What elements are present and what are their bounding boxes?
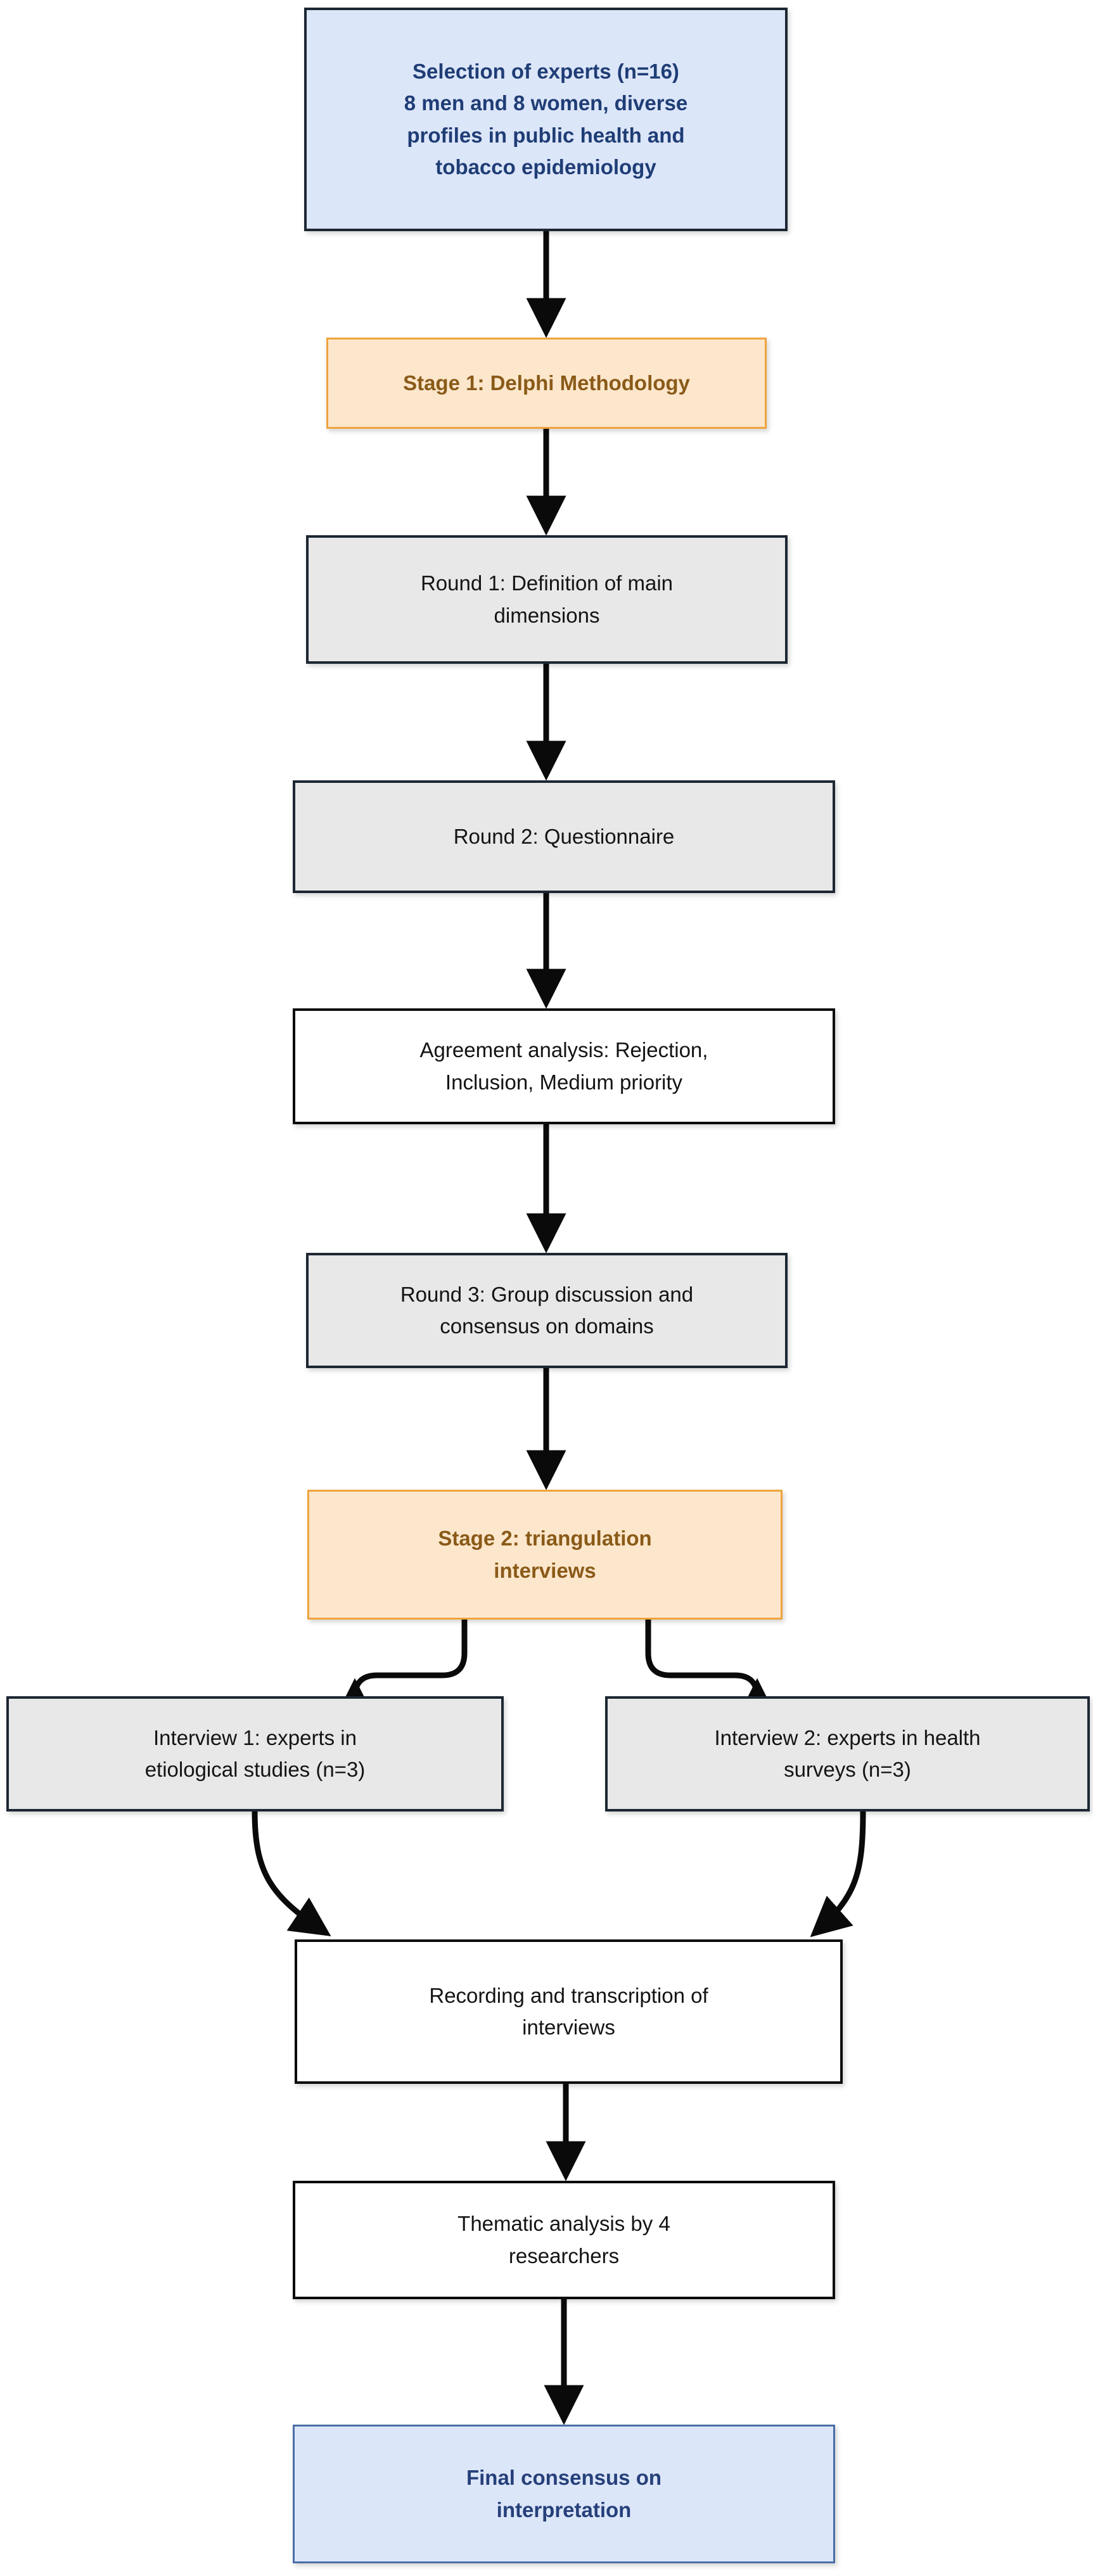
node-round-1-label: Round 1: Definition of main dimensions xyxy=(420,571,674,627)
node-round-1[interactable]: Round 1: Definition of main dimensions xyxy=(306,535,788,664)
node-interview-2-label: Interview 2: experts in health surveys (… xyxy=(714,1725,981,1781)
node-round-3[interactable]: Round 3: Group discussion and consensus … xyxy=(306,1253,788,1368)
node-interview-1[interactable]: Interview 1: experts in etiological stud… xyxy=(6,1696,504,1811)
node-final-consensus[interactable]: Final consensus on interpretation xyxy=(293,2425,835,2563)
node-round-2-label: Round 2: Questionnaire xyxy=(453,824,675,848)
node-round-2[interactable]: Round 2: Questionnaire xyxy=(293,780,835,893)
node-stage-1[interactable]: Stage 1: Delphi Methodology xyxy=(326,338,767,429)
node-agreement-analysis-label: Agreement analysis: Rejection, Inclusion… xyxy=(419,1038,708,1094)
node-final-consensus-label: Final consensus on interpretation xyxy=(466,2466,662,2522)
node-selection-of-experts[interactable]: Selection of experts (n=16) 8 men and 8 … xyxy=(304,8,788,231)
edge-stage2-to-interview2 xyxy=(645,1620,777,1718)
node-recording-transcription-label: Recording and transcription of interview… xyxy=(429,1983,708,2039)
node-thematic-analysis[interactable]: Thematic analysis by 4 researchers xyxy=(293,2181,835,2299)
node-stage-2[interactable]: Stage 2: triangulation interviews xyxy=(307,1490,783,1620)
node-interview-2[interactable]: Interview 2: experts in health surveys (… xyxy=(605,1696,1090,1811)
node-thematic-analysis-label: Thematic analysis by 4 researchers xyxy=(457,2212,670,2268)
edge-stage2-to-interview1 xyxy=(335,1620,468,1718)
node-stage-2-label: Stage 2: triangulation interviews xyxy=(438,1526,652,1582)
node-round-3-label: Round 3: Group discussion and consensus … xyxy=(400,1282,694,1338)
edge-interview2-to-recording xyxy=(810,1808,866,1938)
node-recording-transcription[interactable]: Recording and transcription of interview… xyxy=(295,1939,843,2084)
node-agreement-analysis[interactable]: Agreement analysis: Rejection, Inclusion… xyxy=(293,1008,835,1124)
node-selection-of-experts-label: Selection of experts (n=16) 8 men and 8 … xyxy=(404,60,688,179)
edge-interview1-to-recording xyxy=(252,1808,331,1937)
node-interview-1-label: Interview 1: experts in etiological stud… xyxy=(144,1725,366,1781)
node-stage-1-label: Stage 1: Delphi Methodology xyxy=(403,371,690,395)
